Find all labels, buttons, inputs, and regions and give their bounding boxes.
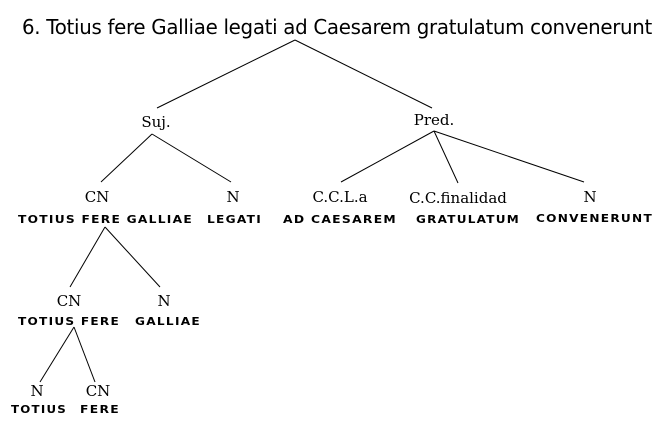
- node-n-conv-label: N: [583, 188, 596, 206]
- node-ccfin-phrase: GRATULATUM: [416, 214, 520, 226]
- node-n-galliae-label: N: [157, 292, 170, 310]
- node-n-conv-phrase: CONVENERUNT: [536, 213, 653, 225]
- edge-cn1-n: [104, 226, 161, 288]
- edge-pred-n: [433, 130, 585, 183]
- sentence-title: 6. Totius fere Galliae legati ad Caesare…: [22, 15, 652, 39]
- node-n-totius-label: N: [30, 382, 43, 400]
- edge-root-pred: [294, 39, 433, 109]
- node-cn1-phrase: TOTIUS FERE GALLIAE: [18, 214, 193, 226]
- node-n-legati-label: N: [226, 188, 239, 206]
- node-ccla-phrase: AD CAESAREM: [283, 214, 397, 226]
- node-suj-label: Suj.: [141, 113, 170, 131]
- edge-pred-ccla: [340, 130, 435, 183]
- edge-cn2-n: [39, 326, 75, 383]
- node-n-legati-phrase: LEGATI: [207, 214, 262, 226]
- node-cn-fere-label: CN: [86, 382, 111, 400]
- edge-pred-ccfin: [433, 130, 459, 184]
- edge-cn2-cn: [73, 326, 96, 383]
- edge-cn1-cn2: [69, 226, 106, 288]
- edge-suj-cn: [100, 133, 153, 183]
- node-n-totius-phrase: TOTIUS: [11, 404, 67, 416]
- node-cn2-label: CN: [57, 292, 82, 310]
- node-pred-label: Pred.: [414, 111, 455, 129]
- node-n-galliae-phrase: GALLIAE: [135, 316, 201, 328]
- tree-edges: [39, 39, 585, 383]
- node-cn1-label: CN: [85, 188, 110, 206]
- node-cn-fere-phrase: FERE: [80, 404, 120, 416]
- node-ccla-label: C.C.L.a: [312, 188, 367, 206]
- edge-root-suj: [156, 39, 296, 109]
- node-cn2-phrase: TOTIUS FERE: [18, 316, 120, 328]
- node-ccfin-label: C.C.finalidad: [409, 189, 507, 207]
- edge-suj-n: [151, 133, 232, 183]
